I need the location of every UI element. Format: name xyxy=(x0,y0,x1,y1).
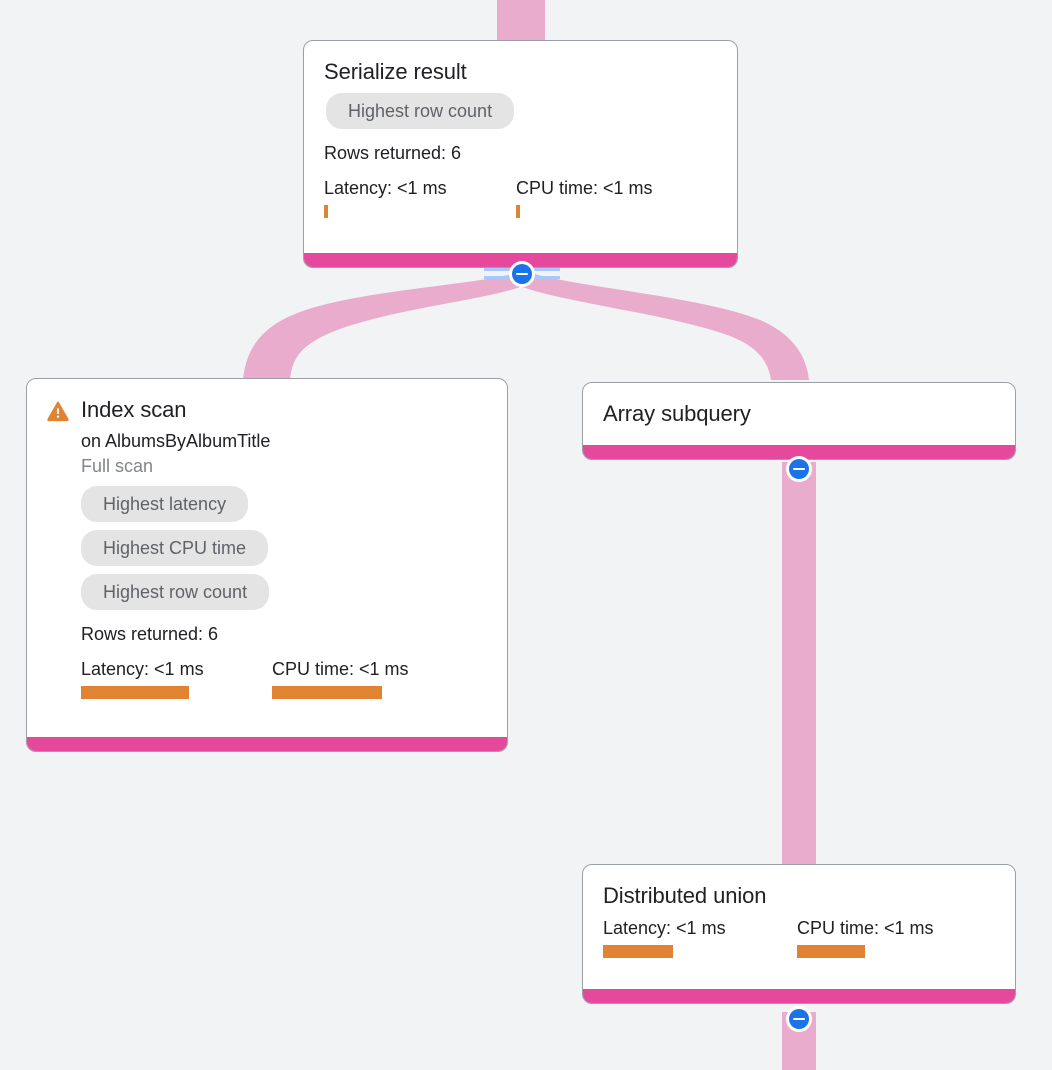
metric-cpu-time: CPU time: <1 ms xyxy=(797,917,934,958)
node-body: Distributed union Latency: <1 ms CPU tim… xyxy=(583,865,1015,989)
rail-line xyxy=(484,276,512,279)
node-title: Distributed union xyxy=(603,883,767,908)
metric-latency-bar xyxy=(81,686,189,699)
collapse-toggle-distributed-union[interactable] xyxy=(786,1006,812,1032)
chip-highest-cpu-time: Highest CPU time xyxy=(81,530,269,566)
metric-latency: Latency: <1 ms xyxy=(324,177,516,218)
metrics-row: Latency: <1 ms CPU time: <1 ms xyxy=(81,658,487,699)
metric-latency-bar xyxy=(603,945,673,958)
edge-serialize-to-array-subquery xyxy=(520,272,809,380)
metric-latency-label: Latency: <1 ms xyxy=(603,918,726,938)
node-subtitle: on AlbumsByAlbumTitle xyxy=(81,431,271,451)
node-footer-bar xyxy=(27,737,507,751)
metrics-row: Latency: <1 ms CPU time: <1 ms xyxy=(324,177,717,218)
node-title: Array subquery xyxy=(603,401,751,426)
metric-latency-label: Latency: <1 ms xyxy=(324,178,447,198)
metric-cpu-time-bar xyxy=(797,945,865,958)
minus-glyph xyxy=(516,273,528,275)
metric-latency-bar xyxy=(324,205,328,218)
minus-glyph xyxy=(793,468,805,470)
rows-returned-text: Rows returned: 6 xyxy=(81,624,219,644)
metric-latency: Latency: <1 ms xyxy=(603,917,797,958)
node-title-row: Array subquery xyxy=(603,401,995,427)
chip-list: Highest row count xyxy=(324,93,717,137)
metric-cpu-time-bar xyxy=(516,205,520,218)
edge-array-subquery-to-distributed-union xyxy=(782,462,816,866)
metric-cpu-time-bar xyxy=(272,686,382,699)
warning-triangle-icon xyxy=(47,401,69,422)
node-body: Index scan on AlbumsByAlbumTitle Full sc… xyxy=(27,379,507,737)
node-scan-type: Full scan xyxy=(81,456,154,476)
rail-line xyxy=(484,268,512,271)
node-serialize-result[interactable]: Serialize result Highest row count Rows … xyxy=(303,40,738,268)
metric-cpu-time: CPU time: <1 ms xyxy=(272,658,409,699)
metric-latency: Latency: <1 ms xyxy=(81,658,272,699)
metric-cpu-time-label: CPU time: <1 ms xyxy=(797,918,934,938)
toggle-rail-left xyxy=(484,266,512,282)
chip-highest-row-count: Highest row count xyxy=(326,93,515,129)
node-footer-bar xyxy=(583,445,1015,459)
node-body: Serialize result Highest row count Rows … xyxy=(304,41,737,253)
node-index-scan[interactable]: Index scan on AlbumsByAlbumTitle Full sc… xyxy=(26,378,508,752)
node-title-row: Index scan xyxy=(47,397,487,423)
node-title: Serialize result xyxy=(324,59,467,84)
rail-line xyxy=(532,276,560,279)
chip-list: Highest latency Highest CPU time Highest… xyxy=(81,486,487,618)
collapse-toggle-serialize-result[interactable] xyxy=(509,261,535,287)
rail-line xyxy=(532,268,560,271)
node-footer-bar xyxy=(304,253,737,267)
node-distributed-union[interactable]: Distributed union Latency: <1 ms CPU tim… xyxy=(582,864,1016,1004)
edge-incoming-top xyxy=(497,0,545,42)
minus-glyph xyxy=(793,1018,805,1020)
metric-cpu-time-label: CPU time: <1 ms xyxy=(272,659,409,679)
node-title-row: Serialize result xyxy=(324,59,717,85)
chip-highest-latency: Highest latency xyxy=(81,486,249,522)
chip-highest-row-count: Highest row count xyxy=(81,574,270,610)
metric-cpu-time-label: CPU time: <1 ms xyxy=(516,178,653,198)
metric-cpu-time: CPU time: <1 ms xyxy=(516,177,653,218)
rows-returned-text: Rows returned: 6 xyxy=(324,143,462,163)
node-title-row: Distributed union xyxy=(603,883,995,909)
node-array-subquery[interactable]: Array subquery xyxy=(582,382,1016,460)
node-body: Array subquery xyxy=(583,383,1015,445)
metric-latency-label: Latency: <1 ms xyxy=(81,659,204,679)
metrics-row: Latency: <1 ms CPU time: <1 ms xyxy=(603,917,995,958)
node-title: Index scan xyxy=(81,397,187,422)
collapse-toggle-array-subquery[interactable] xyxy=(786,456,812,482)
toggle-rail-right xyxy=(532,266,560,282)
node-footer-bar xyxy=(583,989,1015,1003)
edge-serialize-to-index-scan xyxy=(243,272,528,380)
